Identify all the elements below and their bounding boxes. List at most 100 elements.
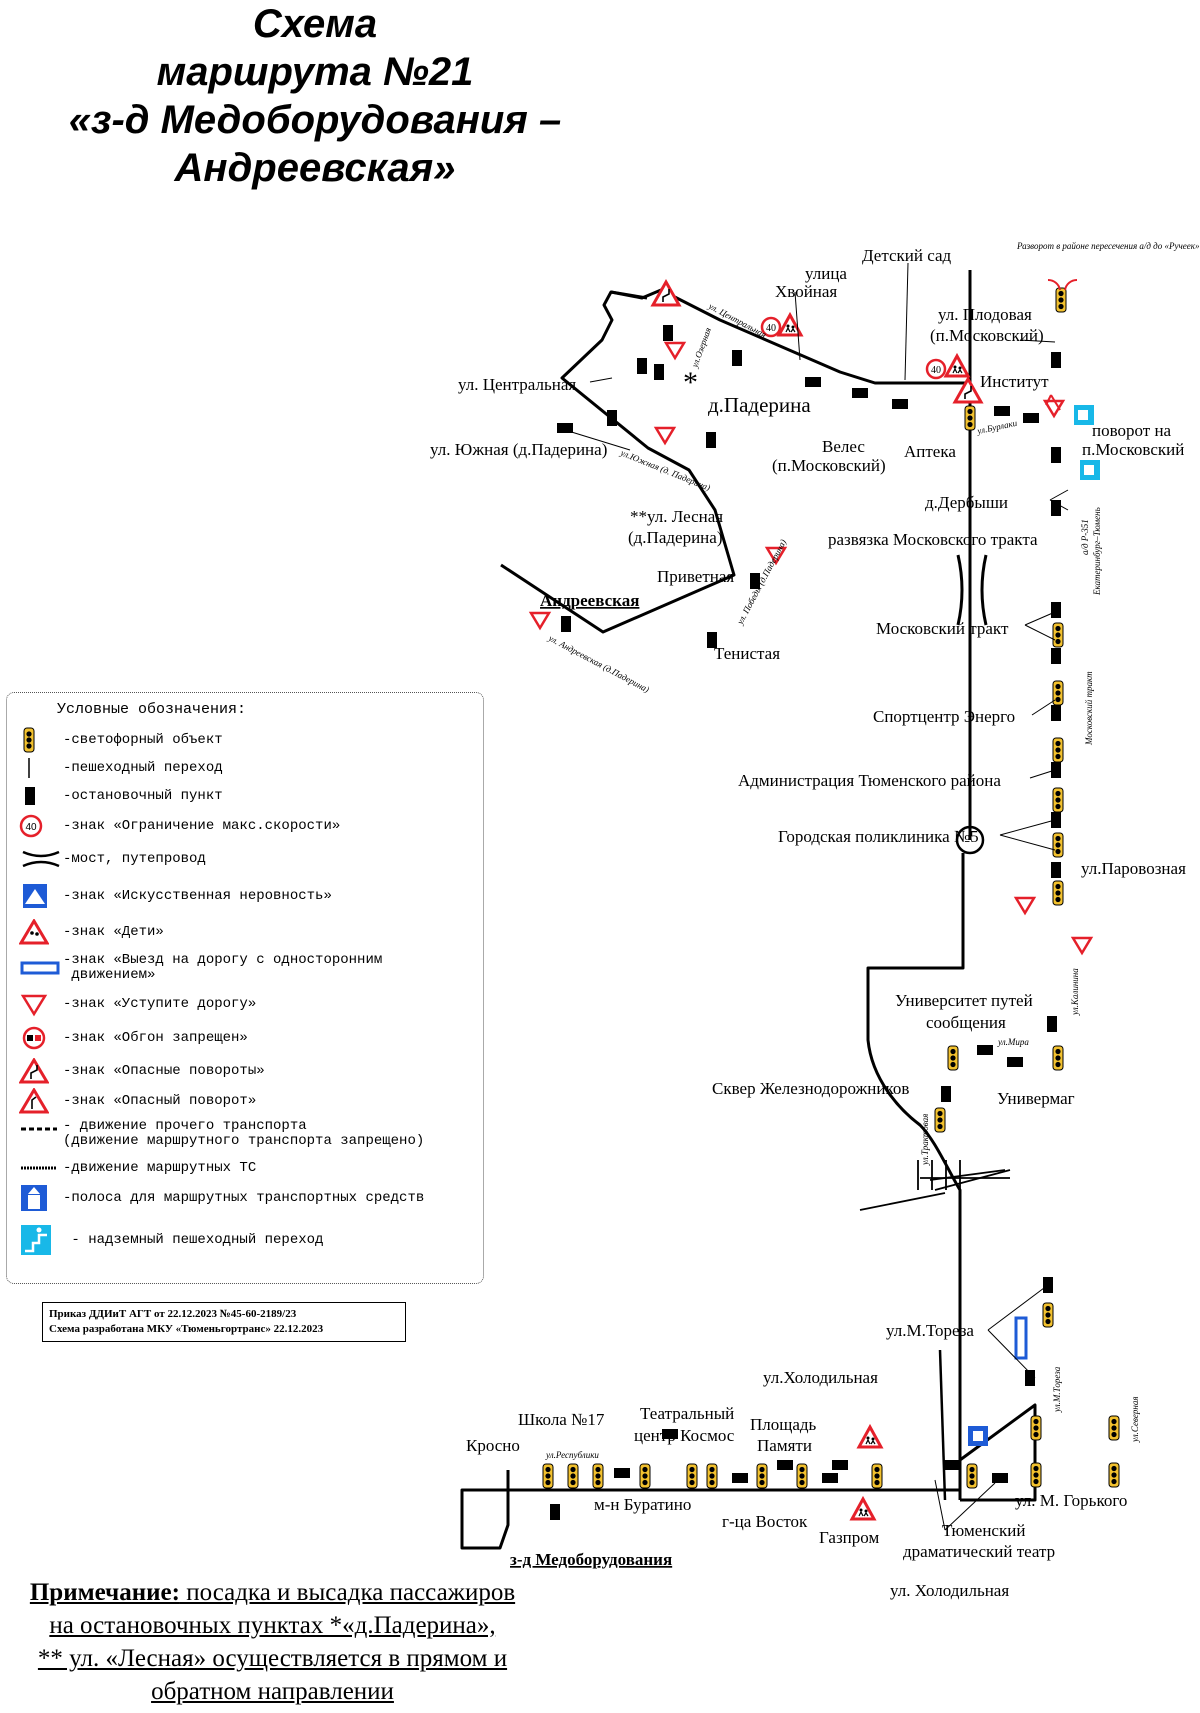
traffic-light-icon xyxy=(686,1463,698,1489)
svg-text:40: 40 xyxy=(766,323,776,334)
bus-stop xyxy=(941,1086,951,1102)
street-toreza: ул.М.Тореза xyxy=(1052,1366,1062,1413)
label-veles-sub: (п.Московский) xyxy=(772,456,886,475)
legend-text: -полоса для маршрутных транспортных сред… xyxy=(63,1189,425,1206)
pedestrian-crossing-icon xyxy=(28,758,30,778)
bus-stop xyxy=(852,388,868,398)
traffic-light-icon xyxy=(966,1463,978,1489)
label-institut: Институт xyxy=(980,372,1049,391)
note-line-2: на остановочных пунктах *«д.Падерина», xyxy=(49,1612,496,1639)
bus-stop xyxy=(1023,413,1039,423)
legend-text: - надземный пешеходный переход xyxy=(63,1231,324,1248)
label-parovoznaya: ул.Паровозная xyxy=(1081,859,1186,878)
label-dram-teatr-2: драматический театр xyxy=(903,1542,1055,1561)
traffic-light-icon xyxy=(1030,1462,1042,1488)
label-plodovaya: ул. Плодовая xyxy=(938,305,1032,324)
bridge xyxy=(956,554,988,626)
bus-stop xyxy=(1051,648,1061,664)
traffic-light-icon xyxy=(1055,287,1067,313)
u-turn-arrow-icon xyxy=(1064,278,1078,291)
bus-stop xyxy=(607,410,617,426)
callout-lines xyxy=(564,262,1069,1531)
legend-item: -остановочный пункт xyxy=(19,783,223,809)
label-kholodilnaya-bottom: ул. Холодильная xyxy=(890,1581,1009,1600)
note-label: Примечание: xyxy=(29,1579,180,1606)
bus-stop xyxy=(1051,602,1061,618)
label-zavod: з-д Медоборудования xyxy=(510,1550,672,1569)
label-veles: Велес xyxy=(822,437,865,456)
yield-icon xyxy=(654,426,676,445)
bus-lane-icon xyxy=(1074,405,1094,425)
traffic-light-icon xyxy=(1052,832,1064,858)
legend-text: -знак «Дети» xyxy=(63,923,164,940)
street-respubliki: ул.Республики xyxy=(545,1450,599,1460)
street-r351: а/д Р-351 xyxy=(1080,519,1090,555)
legend-item: - надземный пешеходный переход xyxy=(19,1223,323,1257)
bus-stop xyxy=(994,406,1010,416)
bus-stop xyxy=(822,1473,838,1483)
children-icon xyxy=(857,1425,883,1449)
u-turn-arrow-icon xyxy=(1047,278,1061,291)
bus-stop xyxy=(1051,705,1061,721)
traffic-light-icon xyxy=(542,1463,554,1489)
svg-text:40: 40 xyxy=(931,365,941,376)
label-krosno: Кросно xyxy=(466,1436,520,1455)
legend-text: -остановочный пункт xyxy=(63,787,223,804)
street-severnaya: ул.Северная xyxy=(1130,1396,1140,1443)
label-lesnaya-2: (д.Падерина) xyxy=(628,528,722,547)
street-andreevskaya: ул. Андреевская (д.Падерина) xyxy=(546,632,651,694)
traffic-light-icon xyxy=(23,727,35,753)
label-kholodilnaya-top: ул.Холодильная xyxy=(763,1368,878,1387)
bus-stop xyxy=(1047,1016,1057,1032)
note: Примечание: посадка и высадка пассажиров… xyxy=(0,1576,545,1708)
bus-stop xyxy=(1051,812,1061,828)
bus-stop xyxy=(561,616,571,632)
route-line xyxy=(460,270,1037,1550)
bus-stop xyxy=(992,1473,1008,1483)
bus-stop xyxy=(550,1504,560,1520)
legend-title: Условные обозначения: xyxy=(57,701,247,718)
bus-lane-icon xyxy=(1080,460,1100,480)
bus-stop xyxy=(732,1473,748,1483)
label-andreevskaya: Андреевская xyxy=(540,591,639,610)
other-traffic-line-icon xyxy=(21,1127,57,1131)
traffic-light-icon xyxy=(1042,1302,1054,1328)
road-signs: 40 40 xyxy=(529,278,1100,1521)
label-yuzhnaya: ул. Южная (д.Падерина) xyxy=(430,440,607,459)
label-razvorot: Разворот в районе пересечения а/д до «Ру… xyxy=(1016,241,1200,251)
yield-icon xyxy=(1014,896,1036,915)
street-yuzhnaya: ул.Южная (д. Падерина) xyxy=(618,447,711,493)
bus-stop xyxy=(637,358,647,374)
children-icon xyxy=(850,1497,876,1521)
traffic-light-icon xyxy=(964,405,976,431)
bus-stop xyxy=(663,325,673,341)
label-administration: Администрация Тюменского района xyxy=(738,771,1001,790)
street-burlaki: ул.Бурлаки xyxy=(975,418,1018,436)
overpass-icon xyxy=(968,1426,988,1446)
children-icon xyxy=(944,354,970,378)
speed-limit-icon: 40 xyxy=(925,358,947,380)
label-university-2: сообщения xyxy=(926,1013,1006,1032)
street-kalinina: ул.Калинина xyxy=(1070,968,1080,1016)
bus-lane-icon xyxy=(21,1185,47,1211)
label-tenistaya: Тенистая xyxy=(714,644,780,663)
legend-text: -знак «Ограничение макс.скорости» xyxy=(63,817,341,834)
speed-limit-icon: 40 xyxy=(19,814,43,838)
bus-stop xyxy=(892,399,908,409)
bus-stop xyxy=(706,432,716,448)
label-povorot-2: п.Московский xyxy=(1082,440,1184,459)
label-skver: Сквер Железнодорожников xyxy=(712,1079,909,1098)
bus-stop xyxy=(832,1460,848,1470)
bus-stop xyxy=(732,350,742,366)
dangerous-curves-icon xyxy=(19,1058,49,1084)
order-box: Приказ ДДИиТ АГТ от 22.12.2023 №45-60-21… xyxy=(42,1302,406,1342)
traffic-light-icon xyxy=(706,1463,718,1489)
title-line-2: маршрута №21 xyxy=(156,50,474,94)
legend-item: - движение прочего транспорта (движение … xyxy=(19,1117,424,1151)
legend-text: - движение прочего транспорта (движение … xyxy=(63,1118,425,1149)
label-lesnaya-1: **ул. Лесная xyxy=(630,507,723,526)
order-line-1: Приказ ДДИиТ АГТ от 22.12.2023 №45-60-21… xyxy=(49,1308,297,1320)
traffic-light-icon xyxy=(1052,622,1064,648)
bus-stop xyxy=(1051,762,1061,778)
